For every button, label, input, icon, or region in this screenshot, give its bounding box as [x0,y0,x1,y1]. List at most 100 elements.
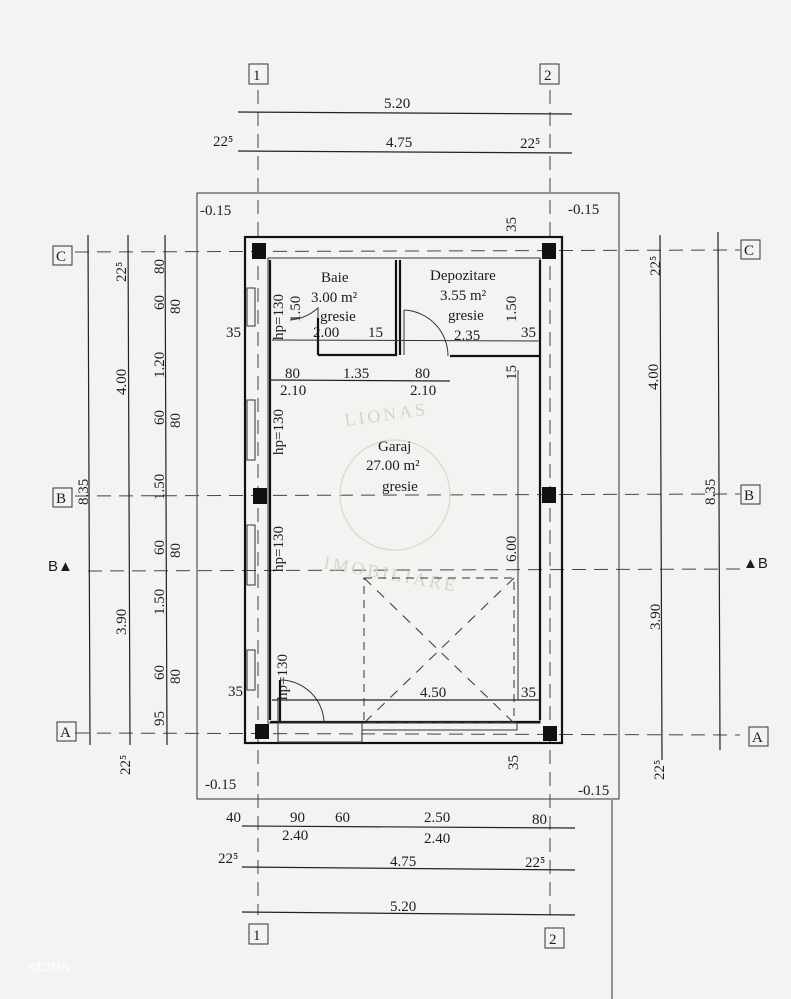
dimension-label: 22⁵ [525,855,545,871]
top-dimensions: 5.20 4.75 22⁵ 22⁵ [213,96,573,154]
dimension-label: -0.15 [205,777,236,793]
doors [277,306,449,723]
dimension-label: hp=130 [271,526,287,572]
axis-1-bottom: 1 [253,928,261,944]
level-marks: -0.15 -0.15 -0.15 -0.15 [200,202,609,799]
dimension-label: 90 [290,810,305,826]
dimension-label: 8.35 [76,479,92,505]
left-dimensions: 8.35 22⁵ 4.00 3.90 22⁵ 80 60 80 1.20 60 … [76,234,184,775]
grid-lines [74,90,741,915]
walls [243,235,564,745]
dimension-label: 35 [226,325,241,341]
dimension-label: gresie [448,308,484,324]
dimension-label: 22⁵ [114,262,130,282]
dimension-label: 1.35 [343,366,369,382]
dimension-label: 1.50 [152,589,168,615]
dimension-label: 80 [168,543,184,558]
dimension-label: 2.00 [313,325,339,341]
dimension-label: 2.40 [424,831,450,847]
dimension-label: 80 [532,812,547,828]
dimension-label: 22⁵ [218,851,238,867]
right-dimensions: 22⁵ 4.00 8.35 3.90 22⁵ [646,231,721,780]
dimension-label: 80 [152,259,168,274]
dimension-label: 35 [228,684,243,700]
dimension-label: hp=130 [271,409,287,455]
dimension-label: 80 [285,366,300,382]
dimension-label: 60 [152,540,168,555]
dimension-label: 80 [168,669,184,684]
dimension-label: 4.00 [646,364,662,390]
dimension-label: 1.50 [504,296,520,322]
dimension-label: 2.40 [282,828,308,844]
dimension-label: hp=130 [275,654,291,700]
dimension-label: Baie [321,270,349,286]
dimension-label: 22⁵ [118,755,134,775]
dimension-label: 2.50 [424,810,450,826]
dimension-label: 60 [335,810,350,826]
bottom-dimensions: 40 90 2.40 60 2.50 2.40 80 22⁵ 4.75 22⁵ … [218,810,576,916]
dimension-label: 22⁵ [213,134,233,150]
axis-c-right: C [744,243,754,259]
dimension-label: 8.35 [703,479,719,505]
dimension-label: 5.20 [390,899,416,915]
dimension-label: 3.90 [114,609,130,635]
columns [252,243,557,741]
dimension-label: hp=130 [271,294,287,340]
dimension-label: 2.35 [454,328,480,344]
dimension-label: 3.55 m² [440,288,487,304]
dimension-label: 2.10 [280,383,306,399]
dimension-label: 60 [152,665,168,680]
dimension-label: 15 [368,325,383,341]
dimension-label: 4.75 [386,135,412,151]
axis-b-left: B [56,491,66,507]
dimension-label: Depozitare [430,268,496,284]
dimension-label: 35 [521,325,536,341]
dimension-label: Garaj [378,439,411,455]
dimension-label: 2.10 [410,383,436,399]
dimension-label: 22⁵ [652,760,668,780]
dimension-label: 4.50 [420,685,446,701]
dimension-label: gresie [382,479,418,495]
room-baie: Baie 3.00 m² gresie [311,270,358,325]
axis-a-right: A [752,730,763,746]
axis-2-top: 2 [544,68,552,84]
section-marker-left: B▲ [48,558,73,575]
dimension-label: 35 [506,755,522,770]
dimension-label: 27.00 m² [366,458,420,474]
axis-c-left: C [56,249,66,265]
dimension-label: 6.00 [504,536,520,562]
room-depozitare: Depozitare 3.55 m² gresie [430,268,496,324]
dimension-label: gresie [320,309,356,325]
dimension-label: 22⁵ [520,136,540,152]
garage-opening [363,577,515,724]
dimension-label: 80 [168,299,184,314]
dimension-label: -0.15 [568,202,599,218]
dimension-label: 5.20 [384,96,410,112]
dimension-label: 1.50 [288,296,304,322]
dimension-label: 60 [152,295,168,310]
dimension-label: 60 [152,410,168,425]
dimension-label: 95 [152,711,168,726]
dimension-label: 4.75 [390,854,416,870]
dimension-label: 22⁵ [648,256,664,276]
dimension-label: 3.90 [648,604,664,630]
axis-1-top: 1 [253,68,261,84]
axis-2-bottom: 2 [549,932,557,948]
dimension-label: -0.15 [578,783,609,799]
dimension-label: 40 [226,810,241,826]
dimension-label: 3.00 m² [311,290,358,306]
section-marker-right: ▲B [743,555,768,572]
room-garaj: Garaj 27.00 m² gresie [366,439,420,495]
dimension-label: 35 [521,685,536,701]
dimension-label: 80 [168,413,184,428]
dimension-label: 4.00 [114,369,130,395]
brand-logo: storia [28,957,70,976]
dimension-label: 35 [504,217,520,232]
dimension-label: -0.15 [200,203,231,219]
dimension-label: 80 [415,366,430,382]
interior-dimensions: 1.50 2.00 15 2.35 1.50 35 35 35 80 2.10 … [226,217,541,770]
dimension-label: 15 [504,365,520,380]
axis-b-right: B [744,488,754,504]
